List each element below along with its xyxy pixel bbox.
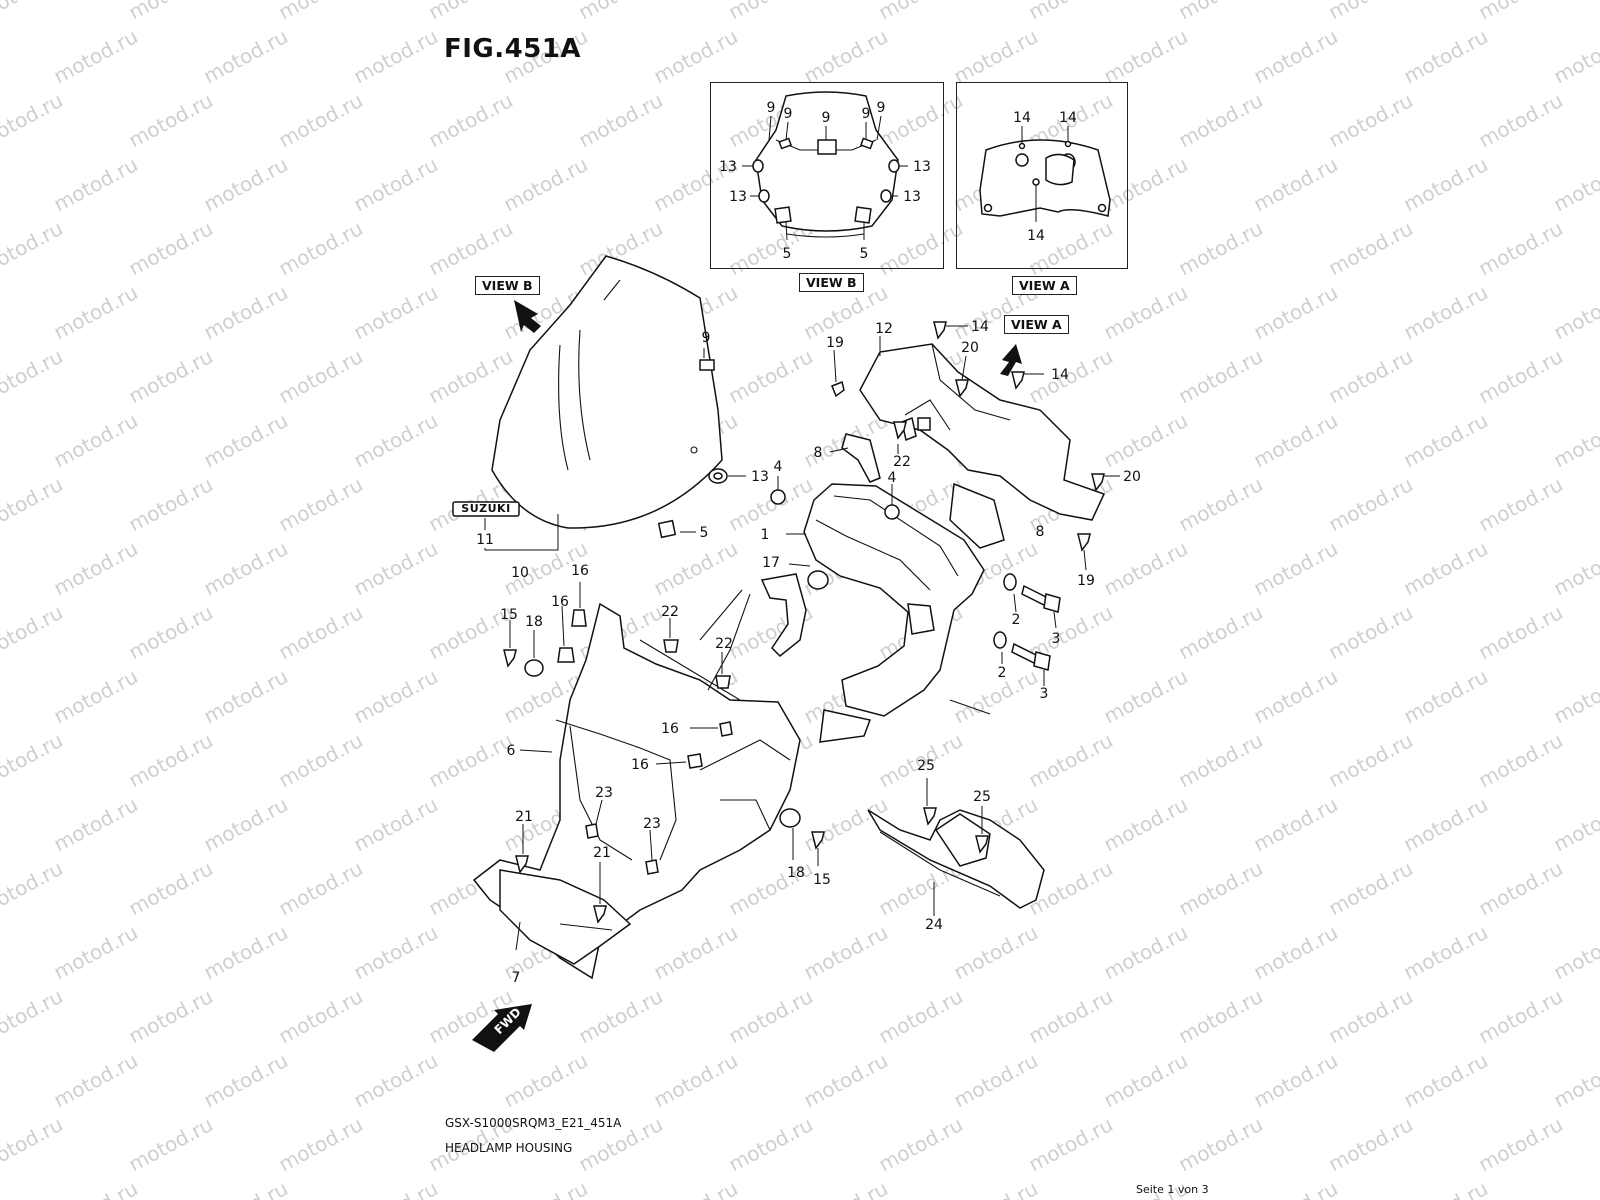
view-b-windscreen-drawing [742,91,908,241]
callout-m-18a: 18 [525,614,543,630]
headlamp-bracket-1-drawing [699,433,991,743]
diagram-name: HEADLAMP HOUSING [445,1141,573,1155]
callout-m-25a: 25 [917,758,935,774]
callout-vb-5a: 5 [783,246,792,262]
callout-m-3b: 3 [1040,686,1049,702]
brand-badge: SUZUKI [461,502,511,515]
callout-m-24: 24 [925,917,943,933]
view-a-inset-label: VIEW A [1012,276,1077,295]
callout-m-10: 10 [511,565,529,581]
small-fasteners-drawing [831,321,1120,571]
diagram-code: GSX-S1000SRQM3_E21_451A [445,1116,622,1130]
callout-m-22b: 22 [661,604,679,620]
callout-vb-9d: 9 [862,106,871,122]
callout-m-18b: 18 [787,865,805,881]
callout-m-22c: 22 [715,636,733,652]
view-b-pointer-label: VIEW B [475,276,540,295]
callout-m-13: 13 [751,469,769,485]
callout-vb-9e: 9 [877,100,886,116]
bolts-washers-drawing [993,573,1061,686]
lower-panel-24-drawing [867,778,1045,916]
callout-va-14b: 14 [1059,110,1077,126]
windscreen-drawing [452,255,723,551]
callout-m-16d: 16 [631,757,649,773]
callout-m-22a: 22 [893,454,911,470]
callout-m-3a: 3 [1052,631,1061,647]
view-a-pointer-label: VIEW A [1004,315,1069,334]
callout-m-16b: 16 [551,594,569,610]
callout-m-11: 11 [476,532,494,548]
callout-m-1: 1 [761,527,770,543]
callout-m-19b: 19 [1077,573,1095,589]
callout-vb-9a: 9 [767,100,776,116]
callout-m-2b: 2 [998,665,1007,681]
callout-m-2a: 2 [1012,612,1021,628]
callout-m-21a: 21 [515,809,533,825]
callout-m-5: 5 [700,525,709,541]
callout-m-15b: 15 [813,872,831,888]
callout-m-14a: 14 [971,319,989,335]
callout-m-23a: 23 [595,785,613,801]
callout-m-6: 6 [507,743,516,759]
callout-m-17: 17 [762,555,780,571]
callout-vb-13b: 13 [913,159,931,175]
callout-va-14c: 14 [1027,228,1045,244]
callout-m-4a: 4 [774,459,783,475]
callout-m-15a: 15 [500,607,518,623]
callout-vb-5b: 5 [860,246,869,262]
callout-m-20b: 20 [1123,469,1141,485]
view-b-inset-label: VIEW B [799,273,864,292]
callout-m-12: 12 [875,321,893,337]
view-a-plate-drawing [979,126,1111,222]
callout-m-14b: 14 [1051,367,1069,383]
view-a-inset-frame [956,82,1128,269]
callout-m-20a: 20 [961,340,979,356]
callout-vb-9b: 9 [784,106,793,122]
callout-m-19a: 19 [826,335,844,351]
callout-vb-9c: 9 [822,110,831,126]
callout-m-7: 7 [512,970,521,986]
inner-panel-12-drawing [859,336,1106,549]
callout-m-23b: 23 [643,816,661,832]
callout-m-8b: 8 [1036,524,1045,540]
cowling-clips-drawing [503,582,825,924]
figure-title: FIG.451A [444,34,582,64]
view-b-inset-frame [710,82,944,269]
callout-m-4b: 4 [888,470,897,486]
callout-m-8a: 8 [814,445,823,461]
fwd-direction-arrow [472,1004,532,1052]
callout-vb-13c: 13 [729,189,747,205]
callout-vb-13a: 13 [719,159,737,175]
callout-vb-13d: 13 [903,189,921,205]
callout-m-16c: 16 [661,721,679,737]
callout-m-16a: 16 [571,563,589,579]
page-indicator: Seite 1 von 3 [1136,1183,1209,1196]
callout-m-21b: 21 [593,845,611,861]
callout-m-9: 9 [702,330,711,346]
cowling-6-7-drawing [472,593,801,980]
callout-va-14a: 14 [1013,110,1031,126]
grommet-13-drawing [708,468,746,484]
callout-m-25b: 25 [973,789,991,805]
